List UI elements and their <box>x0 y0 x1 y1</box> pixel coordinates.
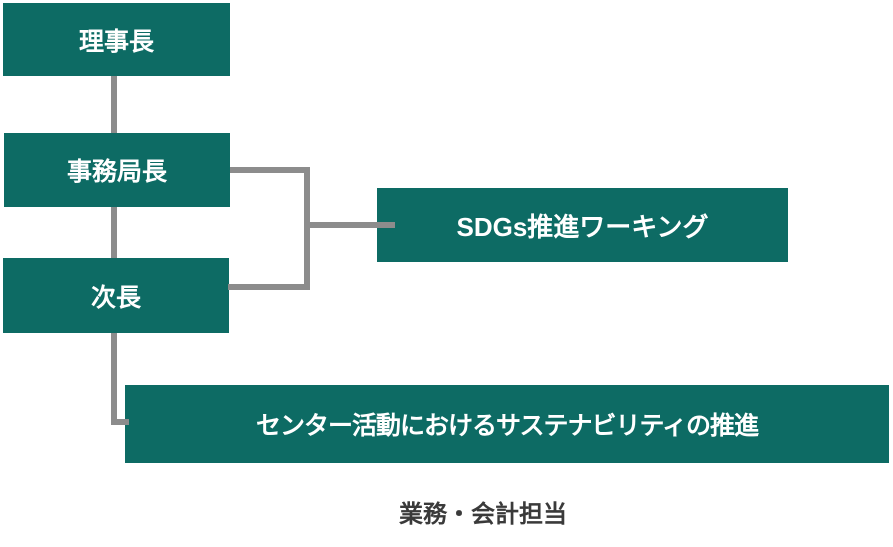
connector-secretary-to-deputy <box>111 207 117 258</box>
org-node-chairman: 理事長 <box>3 3 230 76</box>
org-node-deputy-director: 次長 <box>3 258 229 333</box>
connector-deputy-down <box>111 333 117 425</box>
connector-bracket-vertical <box>304 167 310 290</box>
connector-chairman-to-secretary <box>111 76 117 133</box>
connector-deputy-branch <box>228 284 310 290</box>
org-node-sustainability-promotion: センター活動におけるサステナビリティの推進 <box>125 385 889 463</box>
connector-to-sdgs-working-group <box>304 222 395 228</box>
connector-elbow-to-sustainability <box>111 419 129 425</box>
connector-secretary-branch <box>230 167 310 173</box>
org-node-sdgs-working-group: SDGs推進ワーキング <box>377 188 788 262</box>
org-node-secretary-general: 事務局長 <box>4 133 230 207</box>
caption-label: 業務・会計担当 <box>399 501 567 528</box>
